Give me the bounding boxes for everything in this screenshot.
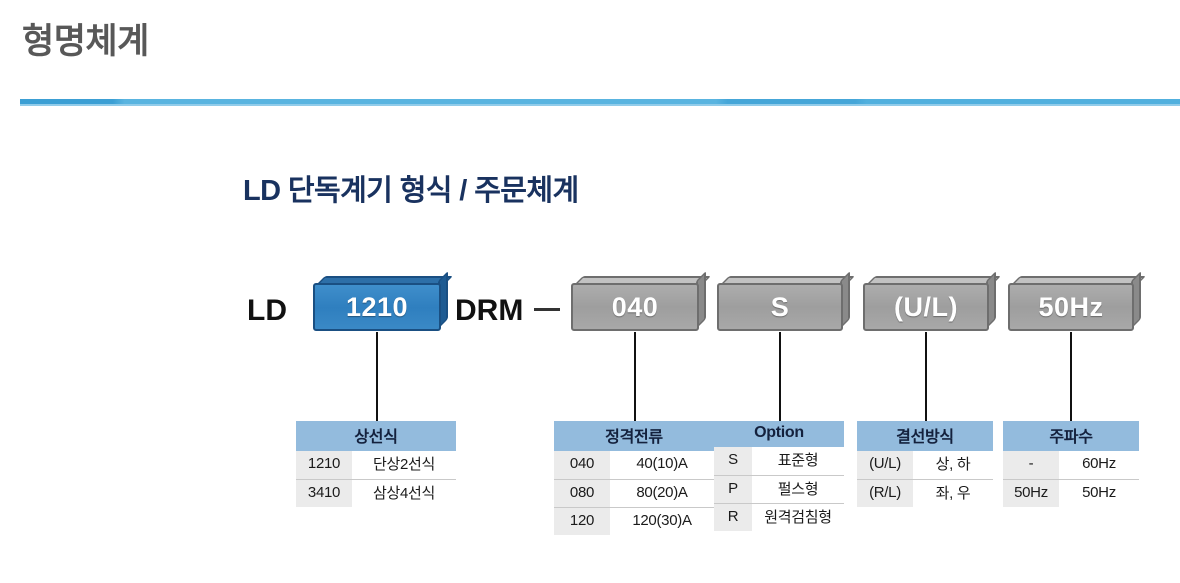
cell-desc: 원격검침형 xyxy=(752,502,844,531)
code-series-drm: DRM xyxy=(455,294,524,327)
table-header-row: 상선식 xyxy=(296,421,457,451)
table-header-frequency: 주파수 xyxy=(1003,421,1140,451)
page-title: 형명체계 xyxy=(22,22,149,61)
cell-desc: 표준형 xyxy=(752,447,844,475)
cell-code: 50Hz xyxy=(1003,478,1059,507)
table-header-phase-wire: 상선식 xyxy=(296,421,457,451)
cell-desc: 60Hz xyxy=(1059,451,1140,479)
cell-desc: 좌, 우 xyxy=(913,478,993,507)
code-box-model[interactable]: 1210 xyxy=(313,271,453,331)
table-header-rated-current: 정격전류 xyxy=(554,421,714,451)
connector-line-option xyxy=(779,332,781,421)
table-frequency: 주파수 - 60Hz 50Hz 50Hz xyxy=(1003,421,1140,507)
connector-line-phase-wire xyxy=(376,332,378,421)
code-box-option[interactable]: S xyxy=(717,271,855,331)
table-row: - 60Hz xyxy=(1003,451,1140,479)
table-wiring-method: 결선방식 (U/L) 상, 하 (R/L) 좌, 우 xyxy=(857,421,993,507)
code-box-current[interactable]: 040 xyxy=(571,271,711,331)
code-box-model-label: 1210 xyxy=(313,283,441,331)
code-separator-dash xyxy=(534,308,560,311)
table-row: S 표준형 xyxy=(714,447,844,475)
code-box-option-label: S xyxy=(717,283,843,331)
title-divider xyxy=(20,99,1180,104)
table-header-row: 결선방식 xyxy=(857,421,993,451)
connector-line-frequency xyxy=(1070,332,1072,421)
connector-line-wiring xyxy=(925,332,927,421)
connector-line-rated-current xyxy=(634,332,636,421)
table-header-option: Option xyxy=(714,421,844,447)
table-header-row: 주파수 xyxy=(1003,421,1140,451)
cell-code: (R/L) xyxy=(857,478,913,507)
cell-desc: 단상2선식 xyxy=(352,451,457,479)
table-row: (U/L) 상, 하 xyxy=(857,451,993,479)
table-phase-wire: 상선식 1210 단상2선식 3410 삼상4선식 xyxy=(296,421,457,507)
code-prefix-ld: LD xyxy=(247,294,287,327)
cell-code: 1210 xyxy=(296,451,352,479)
cell-desc: 상, 하 xyxy=(913,451,993,479)
code-box-frequency-label: 50Hz xyxy=(1008,283,1134,331)
cell-code: S xyxy=(714,447,752,475)
cell-code: 3410 xyxy=(296,478,352,507)
table-row: 1210 단상2선식 xyxy=(296,451,457,479)
table-header-row: Option xyxy=(714,421,844,447)
cell-desc: 40(10)A xyxy=(610,451,714,479)
cell-code: 080 xyxy=(554,478,610,507)
table-header-wiring-method: 결선방식 xyxy=(857,421,993,451)
table-option: Option S 표준형 P 펄스형 R 원격검침형 xyxy=(714,421,844,531)
code-box-current-label: 040 xyxy=(571,283,699,331)
cell-desc: 120(30)A xyxy=(610,506,714,535)
cell-desc: 50Hz xyxy=(1059,478,1140,507)
table-row: 120 120(30)A xyxy=(554,506,714,535)
table-header-row: 정격전류 xyxy=(554,421,714,451)
table-row: 040 40(10)A xyxy=(554,451,714,479)
cell-desc: 80(20)A xyxy=(610,478,714,507)
cell-code: P xyxy=(714,474,752,503)
table-row: (R/L) 좌, 우 xyxy=(857,478,993,507)
section-subtitle: LD 단독계기 형식 / 주문체계 xyxy=(243,175,579,207)
cell-desc: 삼상4선식 xyxy=(352,478,457,507)
title-divider-secondary xyxy=(20,104,1180,106)
table-row: 3410 삼상4선식 xyxy=(296,478,457,507)
cell-code: R xyxy=(714,502,752,531)
cell-desc: 펄스형 xyxy=(752,474,844,503)
cell-code: 120 xyxy=(554,506,610,535)
table-row: P 펄스형 xyxy=(714,474,844,503)
table-row: R 원격검침형 xyxy=(714,502,844,531)
code-box-wiring-label: (U/L) xyxy=(863,283,989,331)
code-box-wiring[interactable]: (U/L) xyxy=(863,271,1001,331)
cell-code: (U/L) xyxy=(857,451,913,479)
cell-code: - xyxy=(1003,451,1059,479)
cell-code: 040 xyxy=(554,451,610,479)
table-rated-current: 정격전류 040 40(10)A 080 80(20)A 120 120(30)… xyxy=(554,421,714,535)
code-box-frequency[interactable]: 50Hz xyxy=(1008,271,1146,331)
table-row: 50Hz 50Hz xyxy=(1003,478,1140,507)
table-row: 080 80(20)A xyxy=(554,478,714,507)
